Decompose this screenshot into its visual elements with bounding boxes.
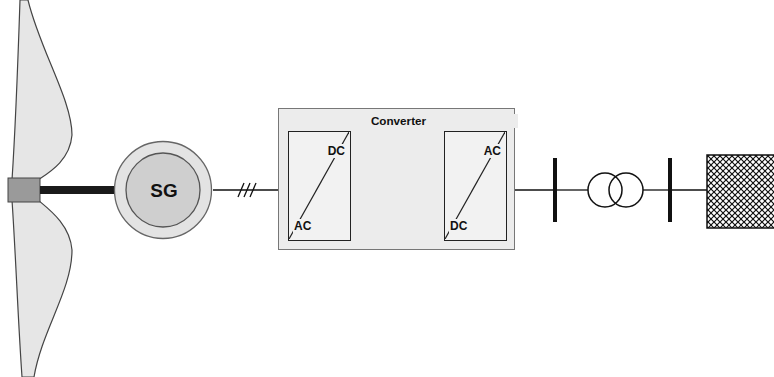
wire xyxy=(672,189,707,190)
port-label: AC xyxy=(483,144,502,158)
diagonal-line xyxy=(445,132,505,239)
generator-circle: SG xyxy=(113,140,213,240)
conversion-block: AC DC xyxy=(444,131,507,241)
three-phase-line xyxy=(213,189,278,190)
transformer-winding xyxy=(609,173,643,207)
drive-shaft xyxy=(40,186,116,194)
wire xyxy=(643,189,668,190)
box-heading: Converter xyxy=(279,114,518,128)
grid-symbol xyxy=(707,155,774,228)
port-label: DC xyxy=(327,144,346,158)
generator-label: SG xyxy=(113,140,215,242)
port-label: DC xyxy=(449,219,468,233)
wire xyxy=(557,189,588,190)
bus-bar xyxy=(668,158,672,222)
port-label: AC xyxy=(293,219,312,233)
bus-bar xyxy=(553,158,557,222)
converter-box: ConverterDC AC AC DC xyxy=(278,108,515,250)
output-wire xyxy=(515,189,555,190)
transformer-winding xyxy=(588,173,622,207)
rotor-hub xyxy=(8,178,40,202)
diagonal-line xyxy=(289,132,349,239)
rotor-blade xyxy=(12,200,72,377)
conversion-block: DC AC xyxy=(288,131,351,241)
rotor-blade xyxy=(12,0,72,180)
